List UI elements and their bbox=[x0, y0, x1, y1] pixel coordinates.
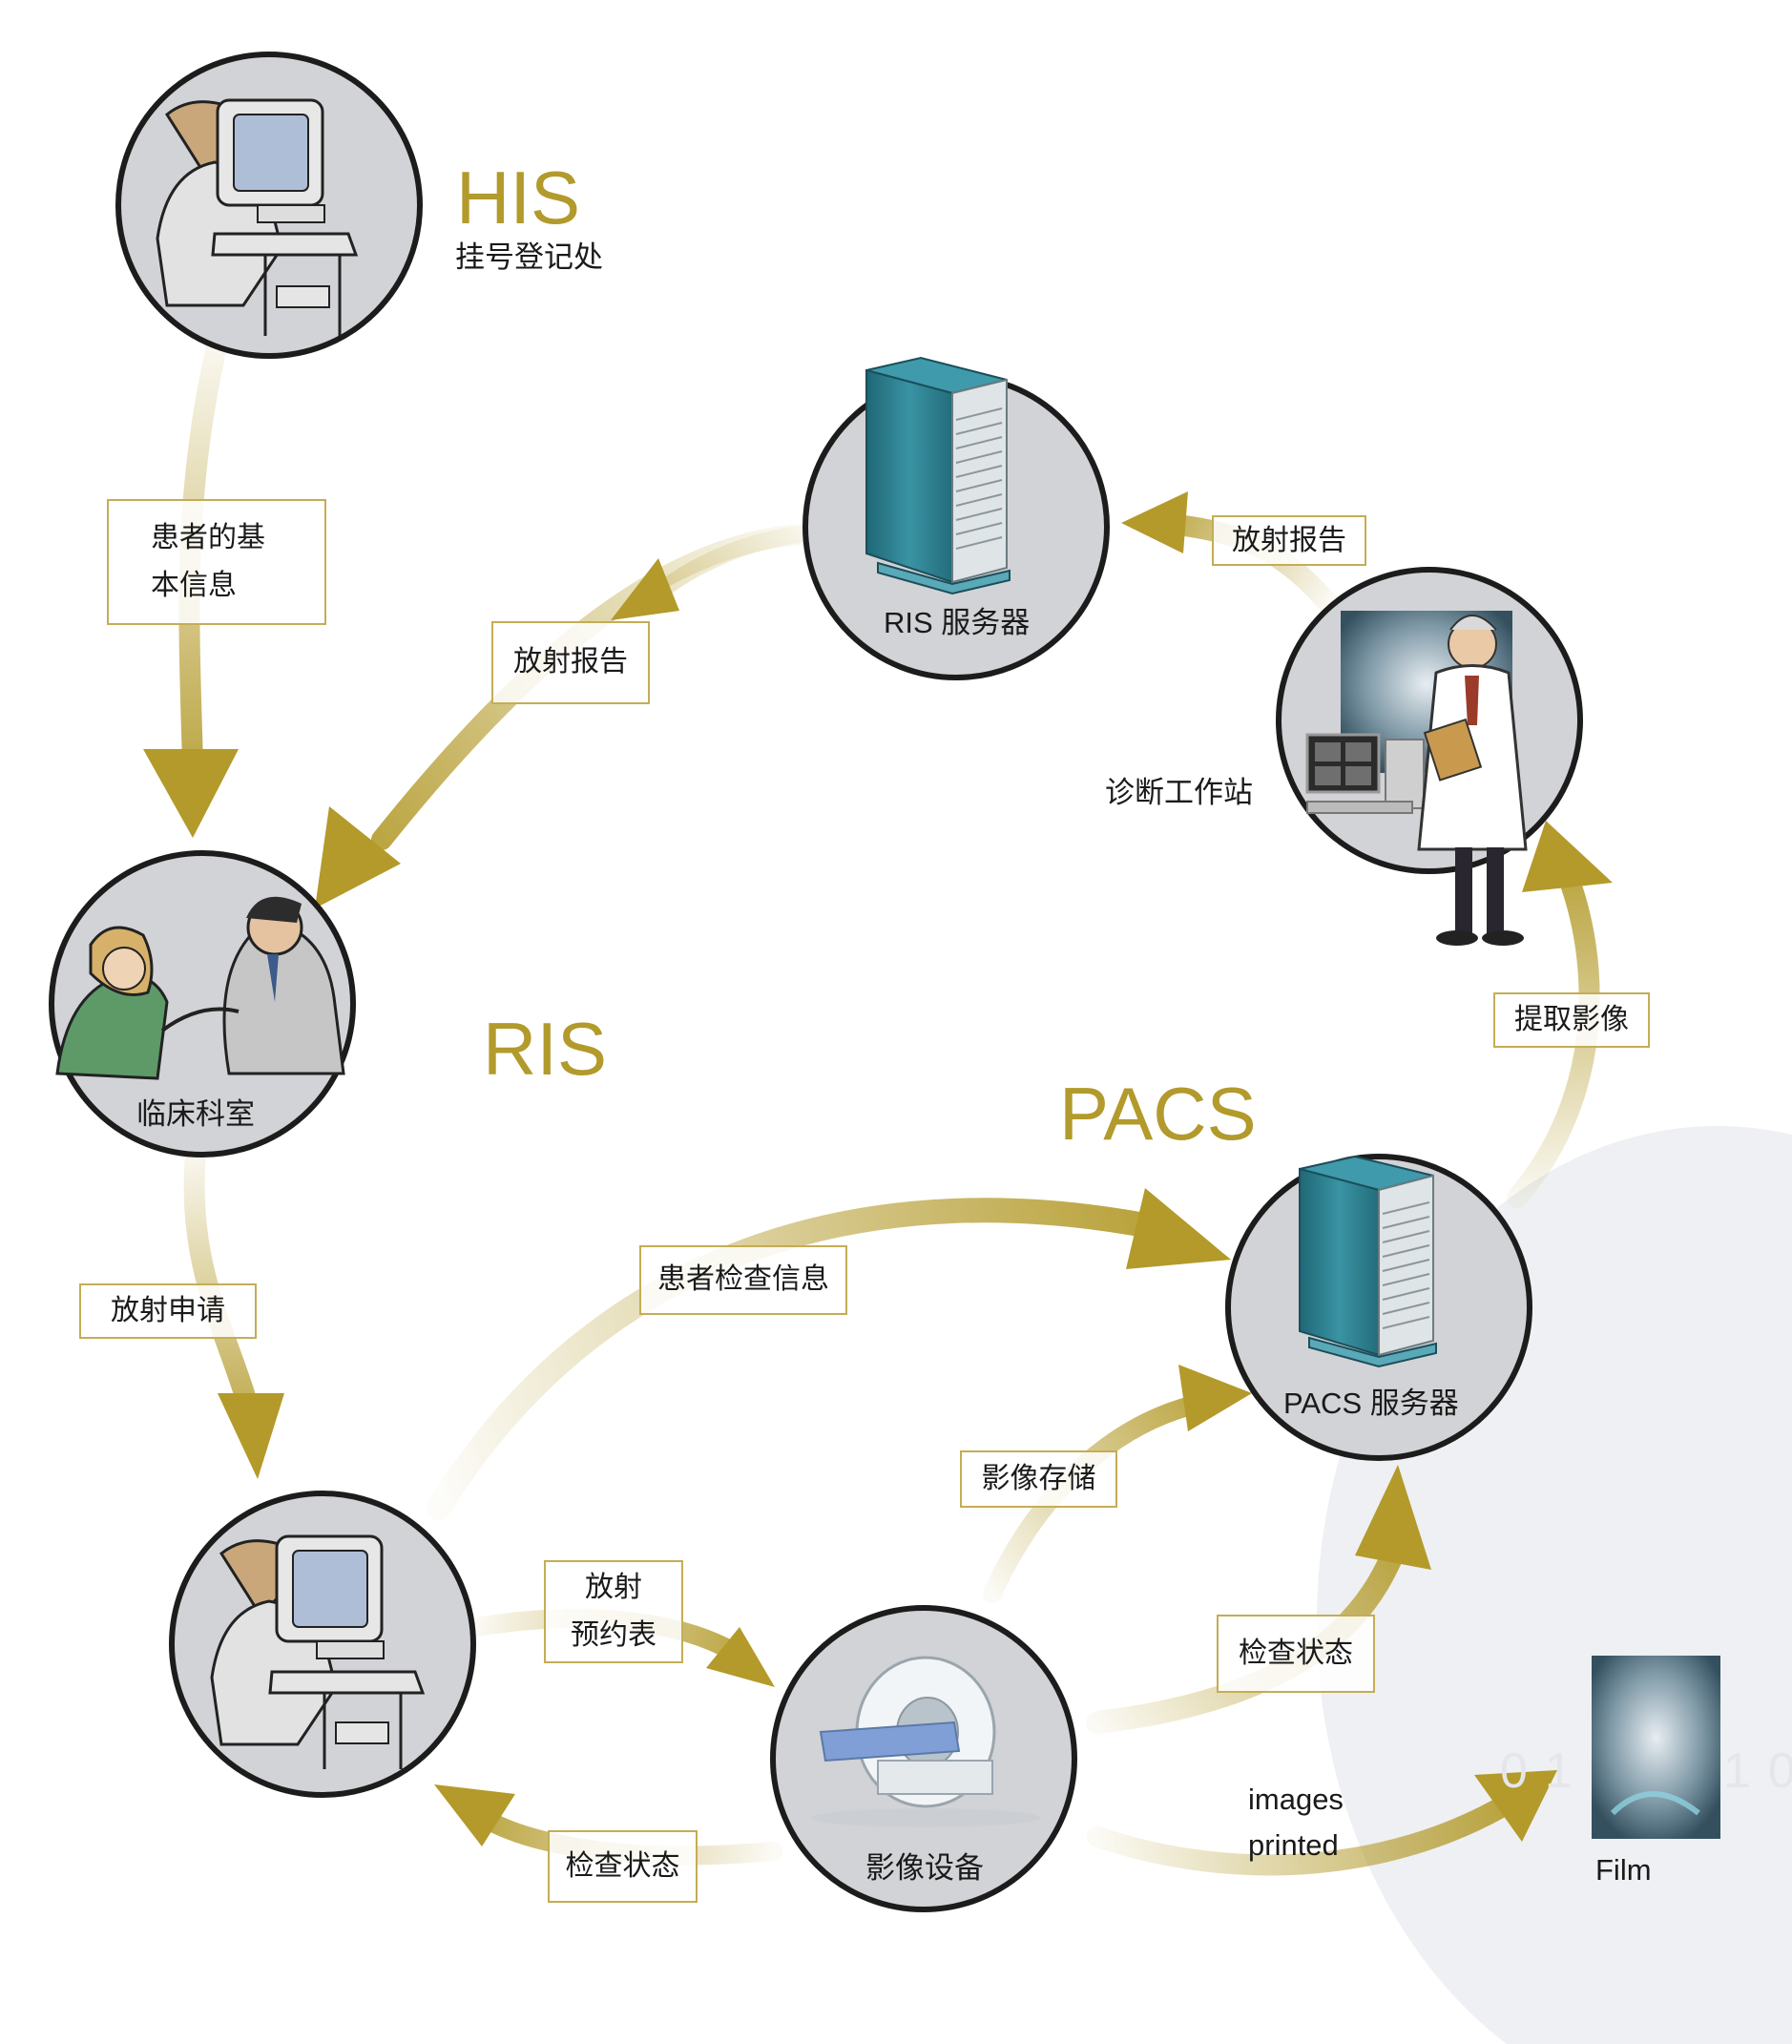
flow-box-report-to-clinic: 放射报告 bbox=[491, 621, 650, 704]
patient-and-doctor-icon bbox=[55, 896, 345, 1080]
server-tower-icon bbox=[1299, 1155, 1437, 1368]
clinical-department-node bbox=[49, 850, 356, 1158]
flow-label-line: images bbox=[1248, 1783, 1344, 1816]
film-xray-image bbox=[1592, 1656, 1720, 1839]
node-label-his-registration: 挂号登记处 bbox=[455, 240, 603, 275]
film-highlight bbox=[1610, 1791, 1700, 1816]
flow-box-status-to-ris: 检查状态 bbox=[548, 1830, 698, 1903]
flow-label-line: 预约表 bbox=[571, 1618, 656, 1652]
operator-at-computer-icon bbox=[210, 1534, 426, 1769]
flow-box-report-to-ris: 放射报告 bbox=[1212, 515, 1366, 566]
arrow-device-to-film bbox=[1087, 1770, 1557, 1876]
ct-scanner-icon bbox=[811, 1656, 1040, 1827]
node-label-clinical-department: 临床科室 bbox=[136, 1097, 255, 1132]
flow-box-image-storage: 影像存储 bbox=[960, 1450, 1117, 1508]
node-label-pacs-server: PACS 服务器 bbox=[1283, 1387, 1459, 1420]
doctor-figure-icon bbox=[1417, 615, 1528, 946]
node-label-film: Film bbox=[1595, 1853, 1652, 1887]
his-registration-node bbox=[115, 52, 423, 359]
flow-box-fetch-images: 提取影像 bbox=[1493, 992, 1650, 1048]
flow-box-status-to-pacs: 检查状态 bbox=[1217, 1615, 1375, 1693]
flow-box-patient-basic-info: 患者的基 本信息 bbox=[107, 499, 326, 625]
pacs-server-node bbox=[1225, 1154, 1532, 1461]
flow-label-images-printed: images printed bbox=[1248, 1777, 1344, 1868]
operator-at-computer-icon bbox=[156, 98, 359, 336]
workstation-monitors-icon bbox=[1305, 733, 1425, 814]
flow-label-line: 本信息 bbox=[151, 569, 237, 602]
radiology-registration-node bbox=[169, 1491, 476, 1798]
system-label-ris: RIS bbox=[483, 1007, 608, 1091]
system-label-pacs: PACS bbox=[1059, 1072, 1257, 1156]
flow-box-radiology-request: 放射申请 bbox=[79, 1283, 257, 1339]
node-label-ris-server: RIS 服务器 bbox=[884, 606, 1031, 639]
imaging-device-node bbox=[770, 1605, 1077, 1912]
flow-box-schedule: 放射 预约表 bbox=[544, 1560, 683, 1663]
flow-label-line: printed bbox=[1248, 1828, 1339, 1862]
flow-box-exam-info: 患者检查信息 bbox=[639, 1245, 847, 1315]
node-label-imaging-device: 影像设备 bbox=[865, 1851, 984, 1886]
flow-label-line: 放射 bbox=[585, 1571, 642, 1604]
system-label-his: HIS bbox=[456, 156, 581, 240]
ris-server-node bbox=[802, 356, 1110, 680]
server-tower-icon bbox=[865, 356, 1011, 595]
decor-binary-right: 10 bbox=[1723, 1743, 1792, 1799]
arrow-ris-server-to-clinic bbox=[315, 524, 812, 908]
flow-label-line: 患者的基 bbox=[151, 521, 265, 554]
diagnostic-workstation-node bbox=[1276, 567, 1583, 946]
arrow-ris-server-to-report-box bbox=[611, 526, 808, 620]
node-label-diagnostic-workstation: 诊断工作站 bbox=[1105, 776, 1253, 810]
decor-binary-left: 01 bbox=[1500, 1743, 1590, 1799]
